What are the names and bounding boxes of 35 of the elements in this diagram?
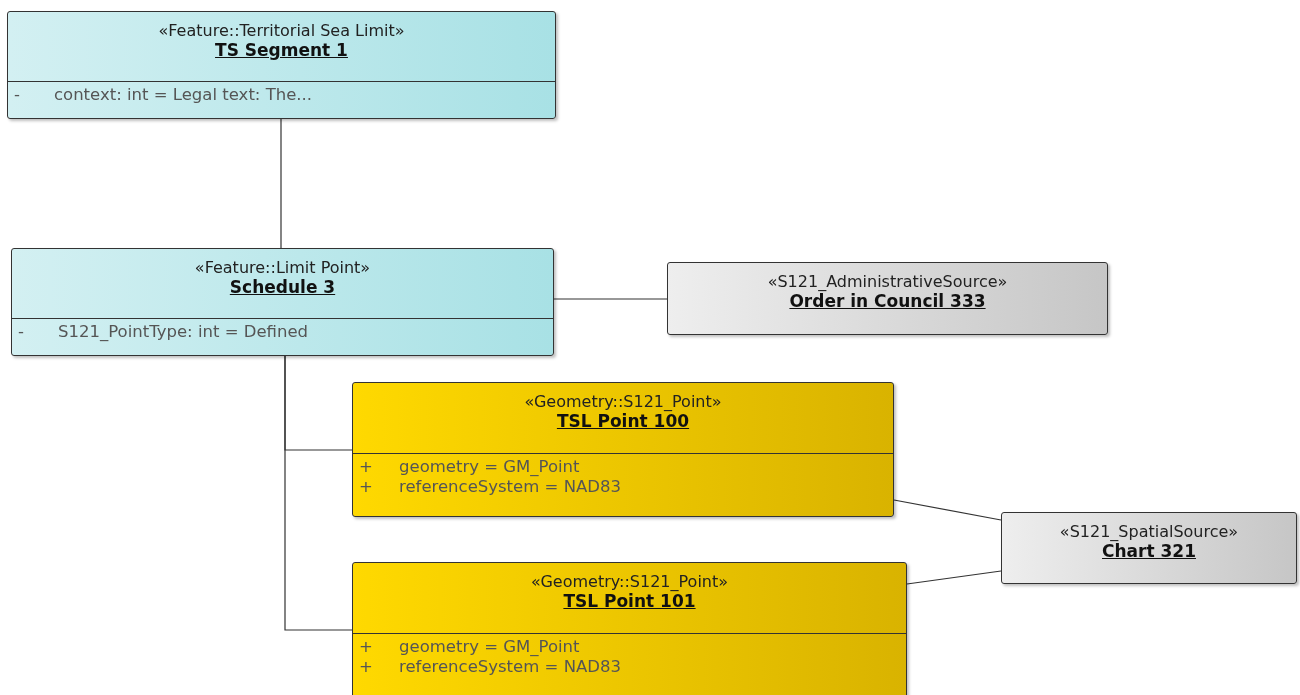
object-name: TSL Point 101 — [563, 591, 696, 611]
attribute-text: geometry = GM_Point — [399, 457, 580, 476]
object-name: Chart 321 — [1102, 541, 1196, 561]
stereotype-label: «S121_SpatialSource» — [1059, 522, 1239, 541]
attribute-text: context: int = Legal text: The... — [54, 85, 313, 104]
visibility-marker: - — [14, 85, 20, 104]
association-line — [280, 118, 282, 249]
object-name: TSL Point 100 — [556, 411, 690, 431]
object-box — [1001, 512, 1297, 584]
object-name: TS Segment 1 — [215, 40, 348, 60]
object-box — [7, 11, 556, 119]
attribute-text: geometry = GM_Point — [399, 637, 580, 656]
association-line — [893, 499, 1002, 521]
visibility-marker: + — [359, 637, 373, 656]
attribute-text: referenceSystem = NAD83 — [399, 477, 621, 496]
association-line — [284, 355, 353, 631]
object-name: Schedule 3 — [229, 277, 336, 297]
object-box — [11, 248, 554, 356]
visibility-marker: + — [359, 477, 373, 496]
object-box — [352, 562, 907, 695]
object-box — [352, 382, 894, 517]
stereotype-label: «Geometry::S121_Point» — [530, 572, 729, 591]
visibility-marker: + — [359, 657, 373, 676]
object-box — [667, 262, 1108, 335]
visibility-marker: - — [18, 322, 24, 341]
stereotype-label: «Feature::Territorial Sea Limit» — [158, 21, 405, 40]
stereotype-label: «Feature::Limit Point» — [194, 258, 371, 277]
visibility-marker: + — [359, 457, 373, 476]
stereotype-label: «S121_AdministrativeSource» — [767, 272, 1008, 291]
association-line — [553, 298, 668, 300]
stereotype-label: «Geometry::S121_Point» — [524, 392, 722, 411]
attribute-text: referenceSystem = NAD83 — [399, 657, 621, 676]
attribute-text: S121_PointType: int = Defined — [58, 322, 309, 341]
association-line — [906, 570, 1002, 585]
object-name: Order in Council 333 — [789, 291, 986, 311]
